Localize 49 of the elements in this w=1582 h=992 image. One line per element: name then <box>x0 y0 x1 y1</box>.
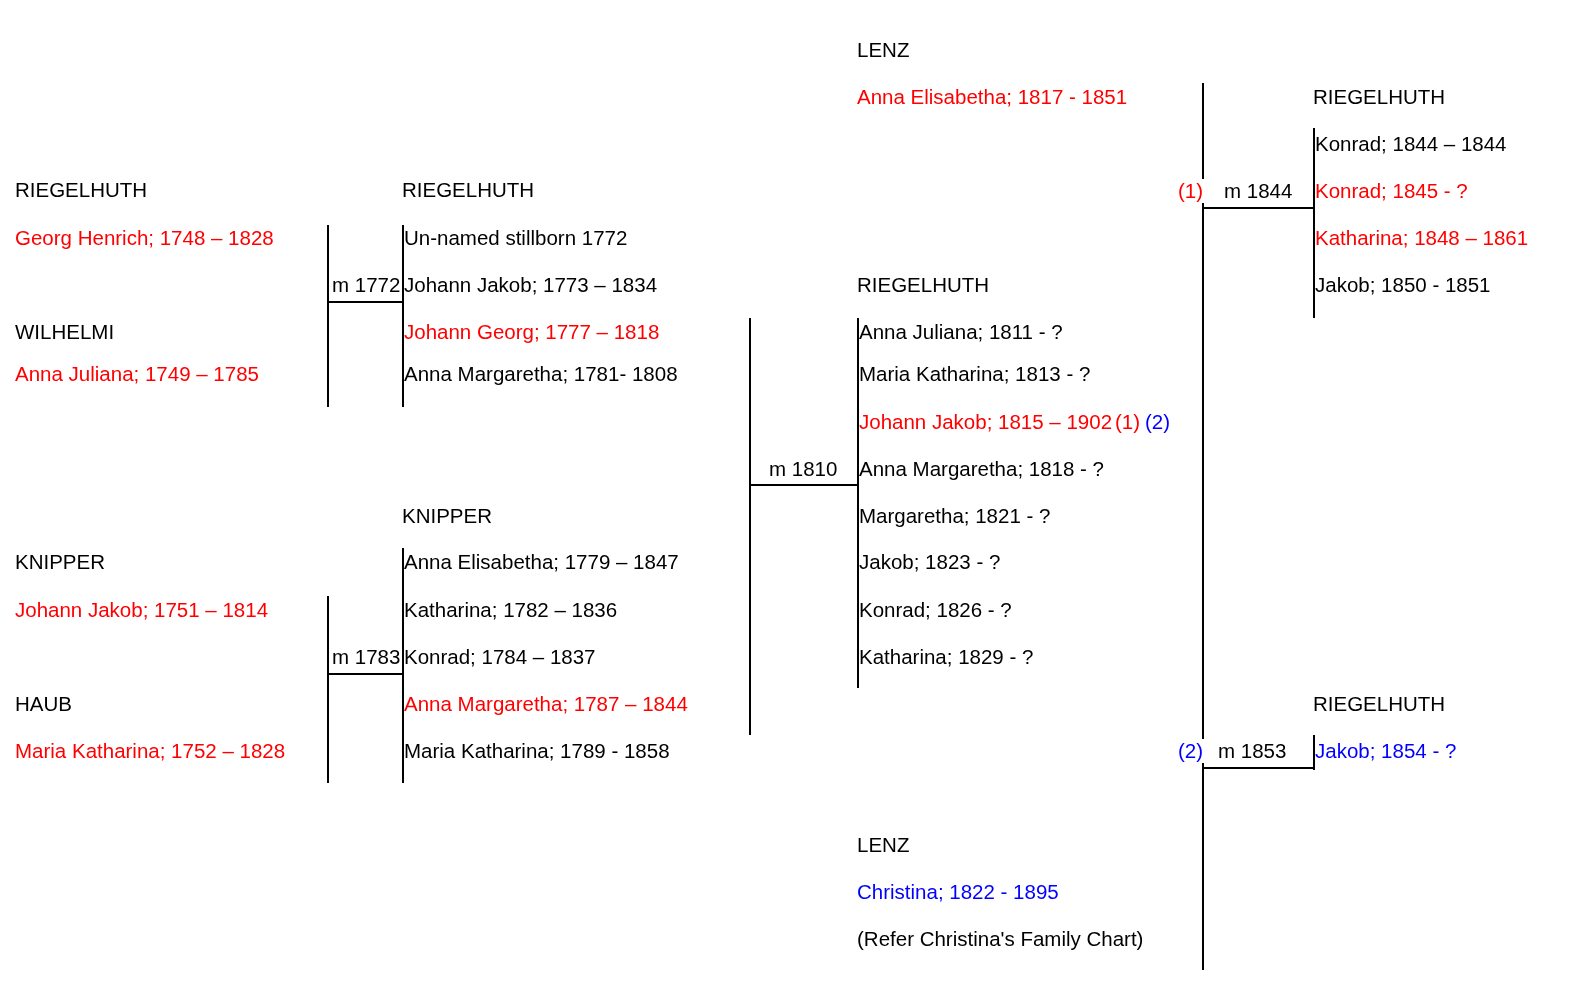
child-entry: Johann Jakob; 1815 – 1902 <box>859 410 1113 434</box>
child-entry: Katharina; 1782 – 1836 <box>404 598 618 622</box>
child-entry: Katharina; 1848 – 1861 <box>1315 226 1529 250</box>
family-connector-line <box>327 301 403 408</box>
child-entry: Jakob; 1854 - ? <box>1315 739 1457 763</box>
child-entry: Konrad; 1826 - ? <box>859 598 1012 622</box>
surname-label: HAUB <box>15 692 72 716</box>
child-entry: Jakob; 1850 - 1851 <box>1315 273 1491 297</box>
child-entry: Maria Katharina; 1789 - 1858 <box>404 739 670 763</box>
note-text: (Refer Christina's Family Chart) <box>857 927 1144 951</box>
child-entry: Anna Elisabetha; 1779 – 1847 <box>404 550 679 574</box>
child-entry: Johann Georg; 1777 – 1818 <box>404 320 660 344</box>
child-entry: Jakob; 1823 - ? <box>859 550 1001 574</box>
surname-label: RIEGELHUTH <box>1313 85 1446 109</box>
child-entry: Anna Margaretha; 1818 - ? <box>859 457 1105 481</box>
child-entry: Johann Jakob; 1773 – 1834 <box>404 273 658 297</box>
surname-label: LENZ <box>857 833 910 857</box>
surname-label: RIEGELHUTH <box>15 178 148 202</box>
person-name: Johann Jakob; 1751 – 1814 <box>15 598 269 622</box>
child-entry: Maria Katharina; 1813 - ? <box>859 362 1091 386</box>
child-entry: Konrad; 1845 - ? <box>1315 179 1468 203</box>
person-name: Christina; 1822 - 1895 <box>857 880 1059 904</box>
marriage-marker: (1) <box>1115 410 1141 434</box>
family-connector-line <box>749 484 858 736</box>
child-entry: Anna Margaretha; 1787 – 1844 <box>404 692 688 716</box>
marriage-marker: (2) <box>1145 410 1171 434</box>
surname-label: WILHELMI <box>15 320 115 344</box>
surname-label: KNIPPER <box>402 504 492 528</box>
child-entry: Un-named stillborn 1772 <box>404 226 628 250</box>
family-connector-line <box>327 673 403 784</box>
surname-label: KNIPPER <box>15 550 105 574</box>
family-connector-line <box>1202 207 1314 421</box>
person-name: Anna Juliana; 1749 – 1785 <box>15 362 259 386</box>
child-entry: Anna Juliana; 1811 - ? <box>859 320 1063 344</box>
surname-label: RIEGELHUTH <box>402 178 535 202</box>
child-entry: Katharina; 1829 - ? <box>859 645 1034 669</box>
surname-label: RIEGELHUTH <box>857 273 990 297</box>
child-entry: Konrad; 1844 – 1844 <box>1315 132 1507 156</box>
child-entry: Margaretha; 1821 - ? <box>859 504 1051 528</box>
surname-label: RIEGELHUTH <box>1313 692 1446 716</box>
person-name: Maria Katharina; 1752 – 1828 <box>15 739 286 763</box>
person-name: Georg Henrich; 1748 – 1828 <box>15 226 274 250</box>
child-entry: Anna Margaretha; 1781- 1808 <box>404 362 678 386</box>
marriage-marker: (1) <box>1177 179 1205 203</box>
child-entry: Konrad; 1784 – 1837 <box>404 645 596 669</box>
family-connector-line <box>1202 767 1314 971</box>
person-name: Anna Elisabetha; 1817 - 1851 <box>857 85 1128 109</box>
surname-label: LENZ <box>857 38 910 62</box>
marriage-marker: (2) <box>1177 739 1205 763</box>
